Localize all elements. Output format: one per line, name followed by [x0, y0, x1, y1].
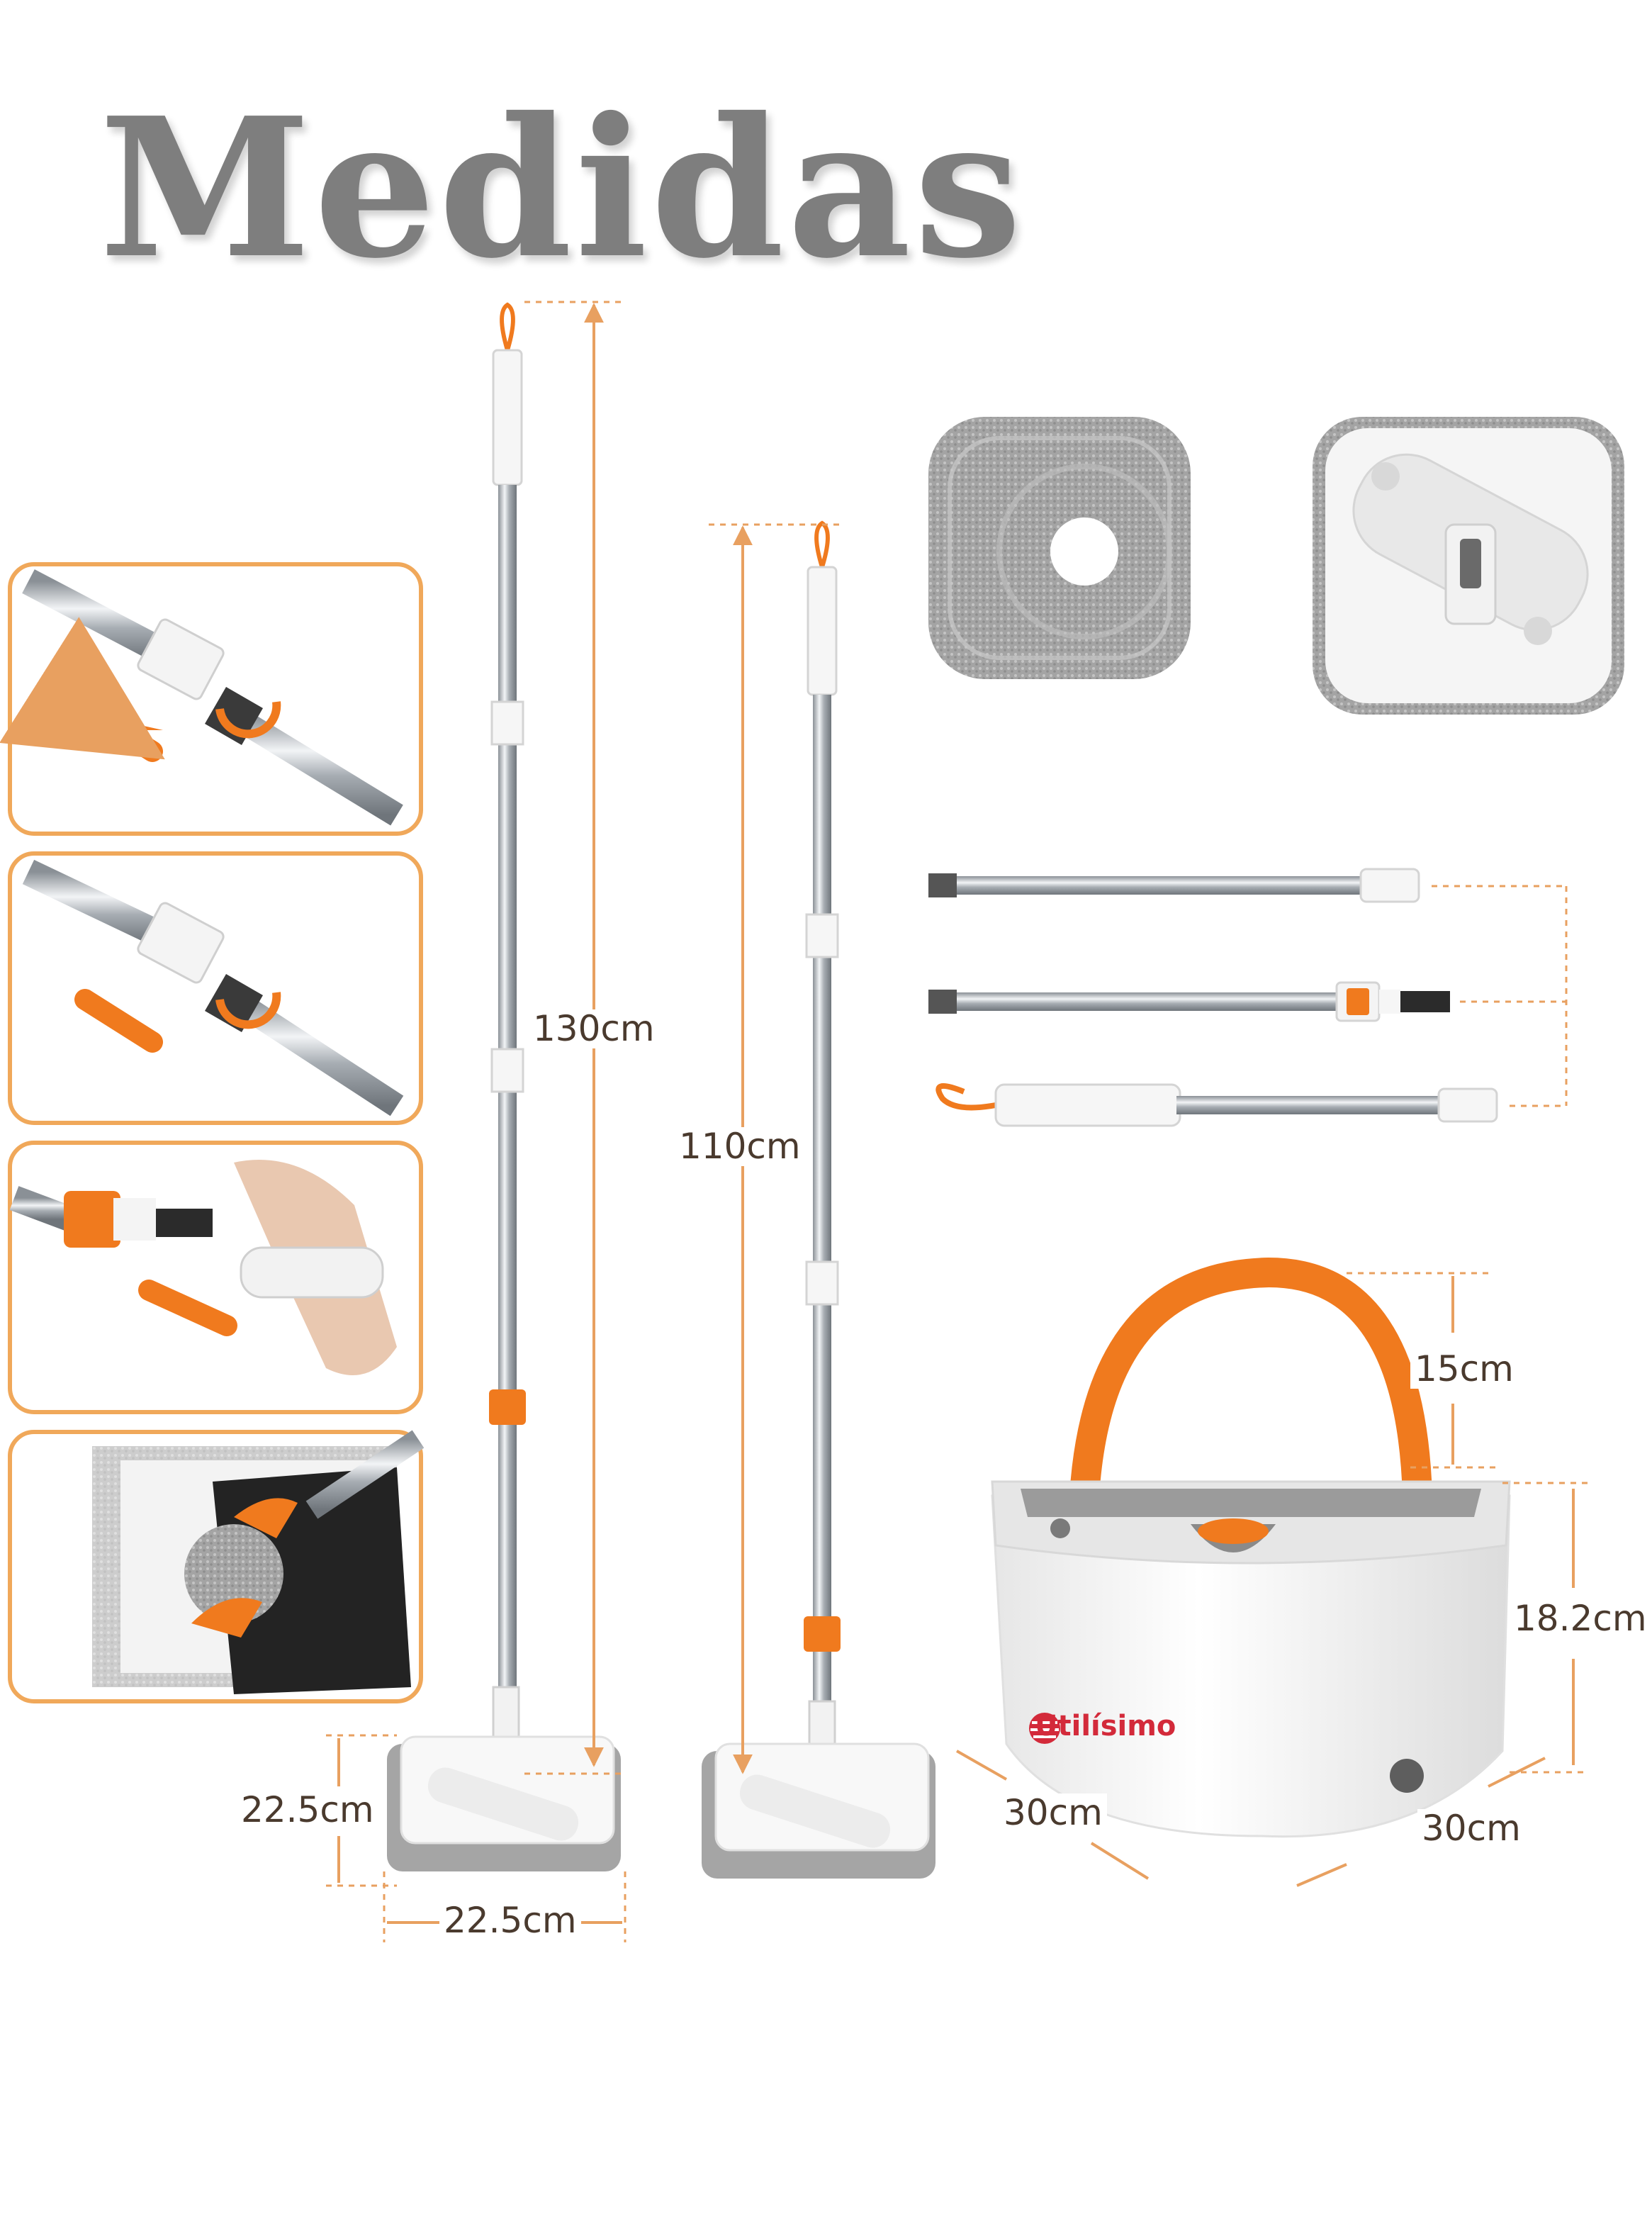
hang-loop-icon: [814, 520, 830, 568]
pole-segment-2: [928, 981, 1450, 1022]
page-title: Medidas: [99, 75, 1025, 301]
pole-segment-1: [928, 868, 1420, 903]
long-mop: [387, 302, 621, 1871]
bucket-width-label: 30cm: [1417, 1809, 1525, 1848]
short-mop: [702, 520, 935, 1879]
bucket-dimension-guides: [956, 1272, 1588, 1887]
orange-arrow-icon: [74, 989, 163, 1053]
mop-head-depth-label: 22.5cm: [237, 1791, 378, 1830]
bucket-length-label: 30cm: [999, 1793, 1107, 1832]
mop-pad-back: [1313, 417, 1624, 715]
long-mop-height-label: 130cm: [529, 1009, 659, 1048]
mop-head-width-label: 22.5cm: [439, 1901, 581, 1940]
orange-arrow-icon: [138, 1280, 237, 1336]
assembly-step-1: [0, 562, 423, 836]
orange-arrow-icon: [0, 617, 165, 762]
assembly-step-4: [8, 1430, 425, 1703]
hang-loop-icon: [935, 1083, 1000, 1111]
short-mop-height-label: 110cm: [675, 1127, 805, 1166]
thread-icon: [205, 974, 263, 1032]
brand-logo-icon: [1029, 1713, 1060, 1744]
assembly-step-3: [8, 1141, 423, 1414]
handle-height-label: 15cm: [1410, 1350, 1518, 1389]
mop-head-depth-guide: [326, 1734, 397, 1887]
assembly-step-2: [8, 851, 423, 1125]
rotate-arrow-icon: [215, 992, 281, 1029]
orange-arrow-icon: [191, 1598, 262, 1638]
pole-segment-3: [935, 1083, 1498, 1127]
orange-arrow-icon: [234, 1498, 298, 1538]
bucket: [991, 1257, 1511, 1838]
hang-loop-icon: [500, 302, 515, 351]
pole-segments-bracket: [1432, 885, 1568, 1107]
rotate-arrow-icon: [215, 701, 281, 739]
bucket-handle: [1069, 1257, 1432, 1497]
mop-pad-front: [928, 417, 1191, 679]
bucket-height-label: 18.2cm: [1510, 1599, 1651, 1638]
brand-name: Utilísimo: [1035, 1710, 1176, 1742]
